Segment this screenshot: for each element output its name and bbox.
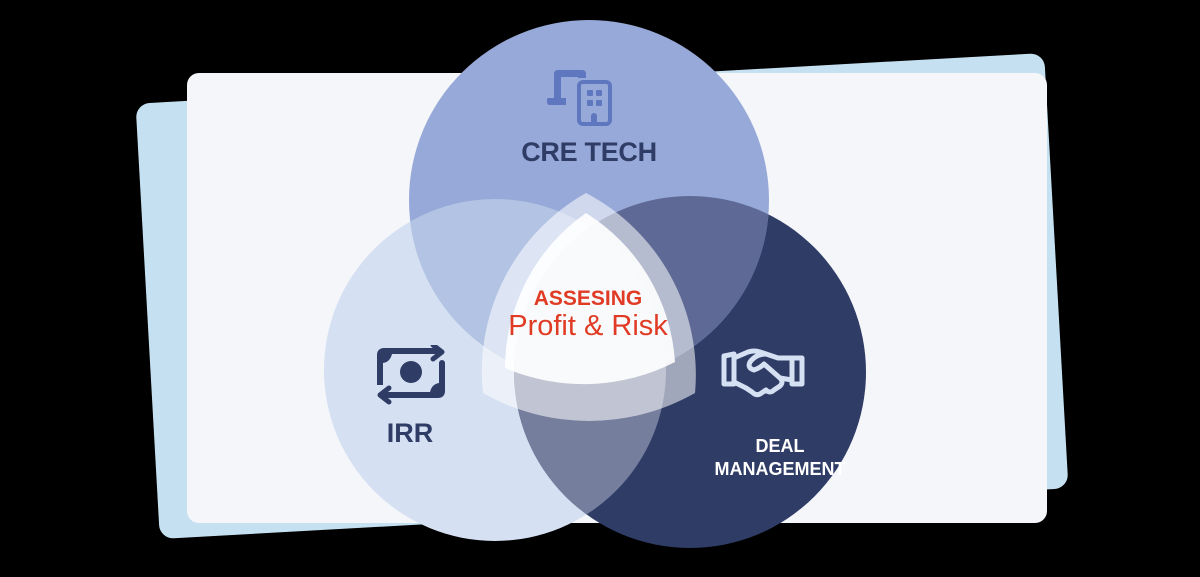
handshake-icon xyxy=(721,348,805,398)
label-deal-line1: DEAL xyxy=(755,436,805,456)
center-region-inner xyxy=(505,213,675,385)
label-deal-management: DEAL MANAGEMENT xyxy=(700,435,860,481)
label-cre-tech: CRE TECH xyxy=(521,137,657,167)
laptop-building-icon xyxy=(547,70,612,126)
money-exchange-icon xyxy=(377,345,445,405)
label-deal-line2: MANAGEMENT xyxy=(714,459,846,479)
label-irr: IRR xyxy=(386,418,434,448)
center-subtitle: Profit & Risk xyxy=(508,310,668,342)
center-title: ASSESING xyxy=(533,287,643,310)
